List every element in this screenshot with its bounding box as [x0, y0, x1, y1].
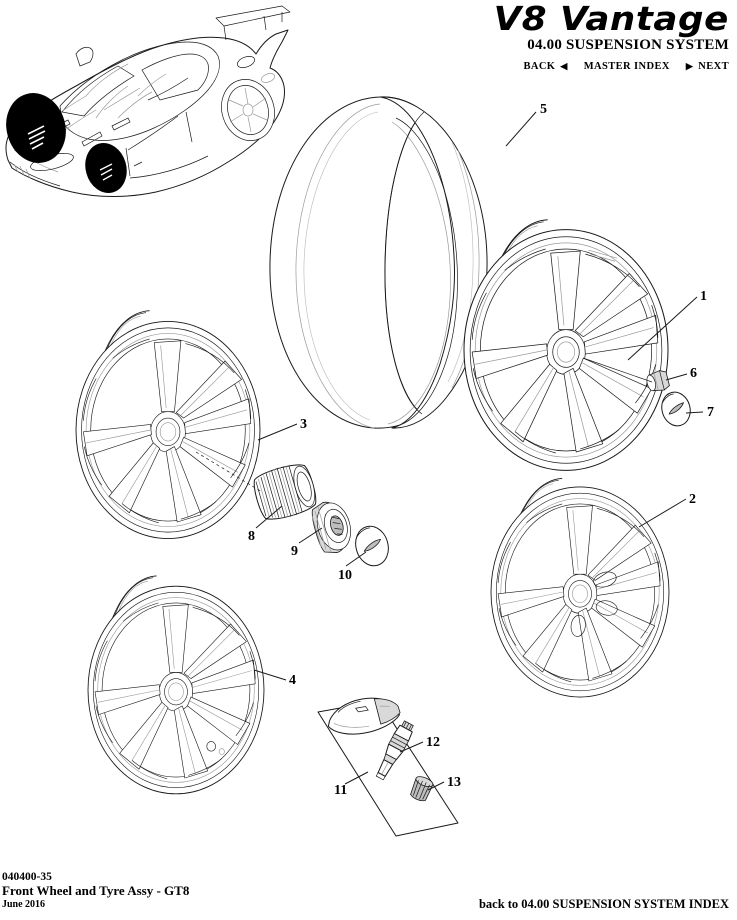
back-to-index-link[interactable]: back to 04.00 SUSPENSION SYSTEM INDEX — [478, 897, 729, 911]
vehicle-rear-wheel — [221, 79, 275, 141]
callout-3: 3 — [300, 417, 307, 432]
section-title: 04.00 SUSPENSION SYSTEM — [527, 37, 729, 53]
front-road-wheel-right — [463, 219, 669, 471]
callout-8: 8 — [248, 529, 255, 544]
callout-1: 1 — [700, 289, 707, 304]
callout-13: 13 — [447, 775, 461, 790]
hub-centre-spigot — [311, 501, 352, 553]
front-road-wheel-lower-left — [87, 575, 265, 795]
callout-4: 4 — [289, 673, 296, 688]
front-road-wheel-lower-right — [490, 477, 670, 698]
next-arrow-icon[interactable]: ▶ — [685, 61, 694, 71]
master-index-link[interactable]: MASTER INDEX — [583, 61, 670, 72]
hub-centre-badge-cap — [355, 525, 389, 567]
vehicle-front-wheel-highlight — [6, 93, 127, 193]
next-link[interactable]: NEXT — [698, 61, 729, 72]
back-arrow-icon[interactable]: ◀ — [560, 61, 568, 71]
front-tyre — [269, 96, 488, 429]
callout-6: 6 — [690, 366, 697, 381]
hub-centre-bearing-collar — [253, 464, 317, 520]
callout-5: 5 — [540, 102, 547, 117]
assembly-description: Front Wheel and Tyre Assy - GT8 — [2, 883, 190, 898]
vehicle-thumbnail — [5, 5, 291, 197]
callout-9: 9 — [291, 544, 298, 559]
front-road-wheel-upper-left — [75, 310, 261, 540]
wheel-nut-cover-cap — [661, 391, 691, 427]
callout-10: 10 — [338, 568, 352, 583]
tyre-pressure-sensor-assembly — [317, 697, 459, 837]
page-title: V8 Vantage — [493, 0, 729, 38]
navigation-bar: BACK ◀ MASTER INDEX ▶ NEXT — [523, 61, 729, 72]
callout-2: 2 — [689, 492, 696, 507]
callout-11: 11 — [334, 783, 348, 798]
callout-12: 12 — [426, 735, 440, 750]
back-link[interactable]: BACK — [523, 61, 556, 72]
wheel-nut — [646, 370, 670, 392]
page-header: V8 Vantage 04.00 SUSPENSION SYSTEM BACK … — [0, 0, 737, 80]
callout-leader-lines — [195, 111, 704, 791]
page-footer: 040400-35 Front Wheel and Tyre Assy - GT… — [2, 870, 189, 912]
publication-date: June 2016 — [2, 899, 46, 910]
part-number: 040400-35 — [2, 871, 52, 883]
callout-7: 7 — [707, 405, 714, 420]
